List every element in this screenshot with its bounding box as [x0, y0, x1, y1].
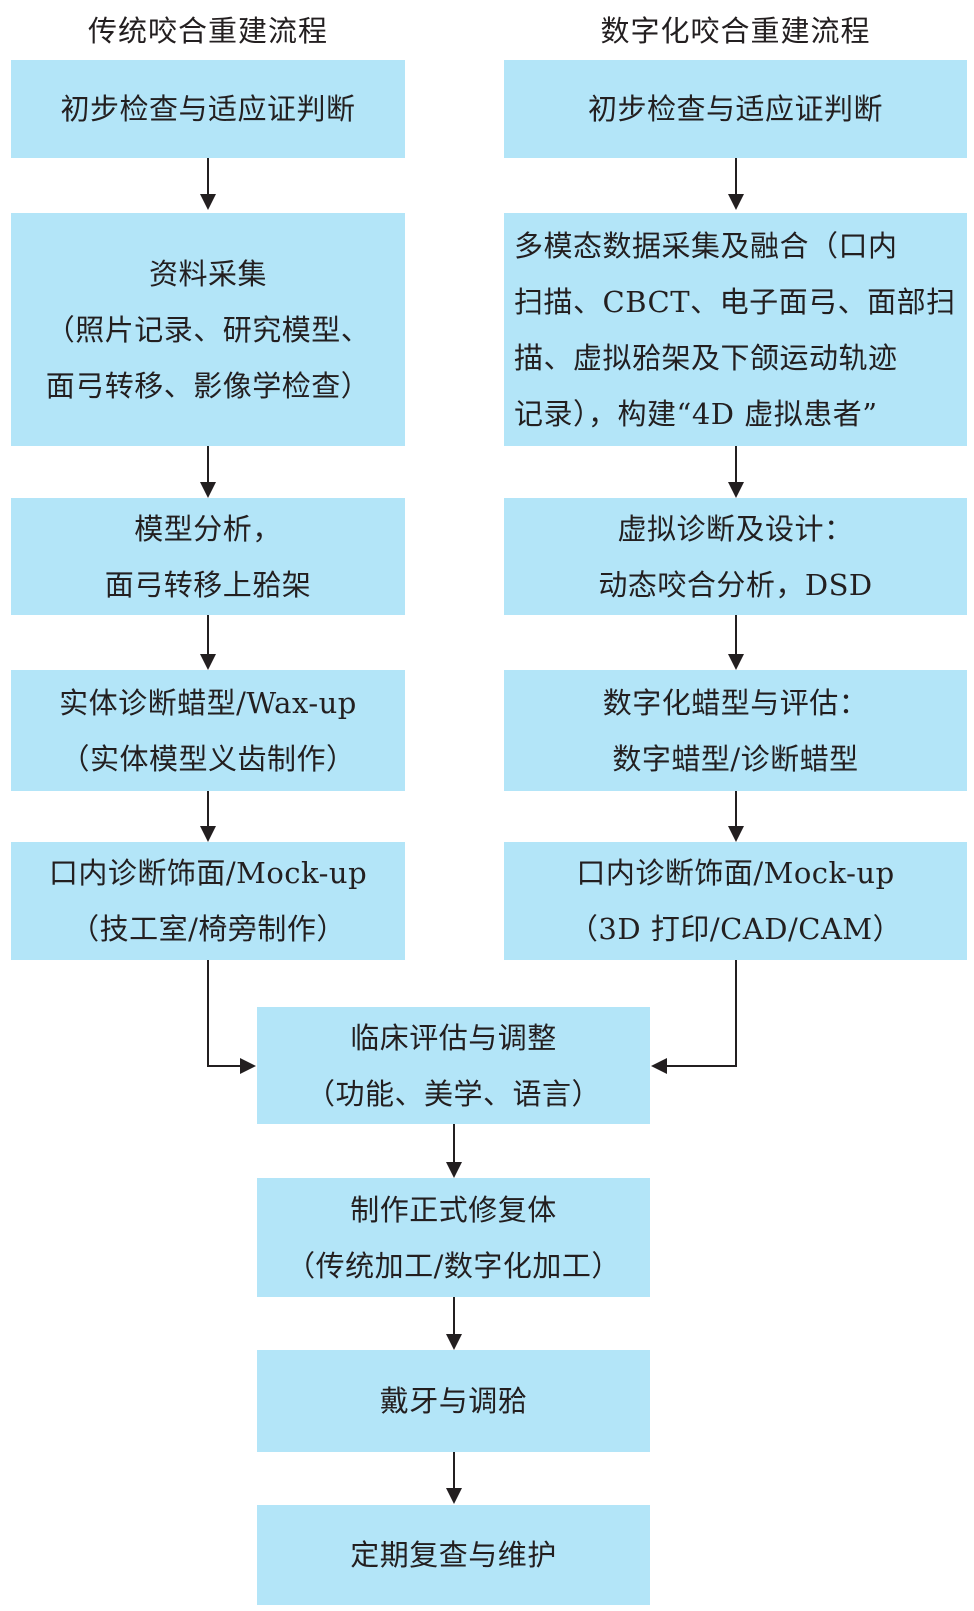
step-text: 面弓转移上𬌗架 [104, 567, 312, 602]
arrow-right-2-head [728, 482, 744, 498]
left-step-wax-up: 实体诊断蜡型/Wax-up （实体模型义齿制作） [11, 670, 405, 791]
step-text: 多模态数据采集及融合（口内 [514, 228, 898, 263]
shared-step-clinical-evaluation: 临床评估与调整 （功能、美学、语言） [257, 1007, 650, 1124]
step-text: 面弓转移、影像学检查） [45, 368, 371, 403]
arrow-merge-right [664, 960, 737, 1067]
step-text: 口内诊断饰面/Mock-up [576, 856, 895, 890]
traditional-flow-title: 传统咬合重建流程 [87, 14, 328, 48]
step-text: 定期复查与维护 [350, 1538, 557, 1572]
shared-step-final-restoration: 制作正式修复体 （传统加工/数字化加工） [257, 1178, 650, 1297]
arrow-merge-left-head [240, 1058, 256, 1074]
arrow-right-3-head [728, 654, 744, 670]
step-text: 模型分析， [134, 511, 282, 546]
step-text: （传统加工/数字化加工） [286, 1248, 621, 1283]
right-step-digital-wax-up: 数字化蜡型与评估： 数字蜡型/诊断蜡型 [504, 670, 967, 791]
step-text: （技工室/椅旁制作） [70, 912, 346, 946]
step-text: 戴牙与调𬌗 [379, 1384, 528, 1418]
arrow-merge-left [207, 960, 244, 1067]
step-text: 实体诊断蜡型/Wax-up [59, 685, 357, 720]
arrow-right-1-head [728, 194, 744, 210]
arrow-left-3-head [200, 654, 216, 670]
arrow-center-2-head [446, 1334, 462, 1350]
step-text: （照片记录、研究模型、 [45, 312, 371, 347]
arrow-right-4-head [728, 826, 744, 842]
left-step-data-collection: 资料采集 （照片记录、研究模型、 面弓转移、影像学检查） [11, 213, 405, 446]
step-text: （实体模型义齿制作） [60, 741, 356, 776]
step-text: （功能、美学、语言） [305, 1076, 601, 1111]
step-text: 初步检查与适应证判断 [60, 92, 356, 126]
step-text: 制作正式修复体 [350, 1192, 557, 1227]
step-text: 描、虚拟𬌗架及下颌运动轨迹 [514, 340, 898, 375]
step-text: 数字蜡型/诊断蜡型 [612, 741, 859, 776]
arrow-left-1-head [200, 194, 216, 210]
right-step-multimodal-data: 多模态数据采集及融合（口内 扫描、CBCT、电子面弓、面部扫 描、虚拟𬌗架及下颌… [504, 213, 967, 446]
digital-flow-title: 数字化咬合重建流程 [600, 14, 871, 48]
right-step-initial-exam: 初步检查与适应证判断 [504, 60, 967, 158]
right-step-mock-up: 口内诊断饰面/Mock-up （3D 打印/CAD/CAM） [504, 842, 967, 960]
step-text: 口内诊断饰面/Mock-up [48, 856, 368, 890]
step-text: （3D 打印/CAD/CAM） [568, 912, 903, 946]
left-step-mock-up: 口内诊断饰面/Mock-up （技工室/椅旁制作） [11, 842, 405, 960]
arrow-center-3-head [446, 1488, 462, 1504]
arrow-merge-right-head [651, 1058, 667, 1074]
step-text: 资料采集 [148, 256, 267, 291]
left-step-initial-exam: 初步检查与适应证判断 [11, 60, 405, 158]
step-text: 扫描、CBCT、电子面弓、面部扫 [514, 284, 956, 319]
shared-step-follow-up: 定期复查与维护 [257, 1505, 650, 1605]
shared-step-delivery-adjustment: 戴牙与调𬌗 [257, 1350, 650, 1452]
arrow-center-1-head [446, 1162, 462, 1178]
right-step-virtual-diagnosis: 虚拟诊断及设计： 动态咬合分析，DSD [504, 498, 967, 615]
step-text: 初步检查与适应证判断 [587, 92, 883, 126]
step-text: 虚拟诊断及设计： [617, 511, 854, 546]
step-text: 记录），构建“4D 虚拟患者” [514, 396, 878, 431]
arrow-left-2-head [200, 482, 216, 498]
left-step-model-analysis: 模型分析， 面弓转移上𬌗架 [11, 498, 405, 615]
step-text: 临床评估与调整 [350, 1020, 557, 1055]
step-text: 动态咬合分析，DSD [598, 567, 873, 602]
arrow-left-4-head [200, 826, 216, 842]
step-text: 数字化蜡型与评估： [602, 685, 869, 720]
